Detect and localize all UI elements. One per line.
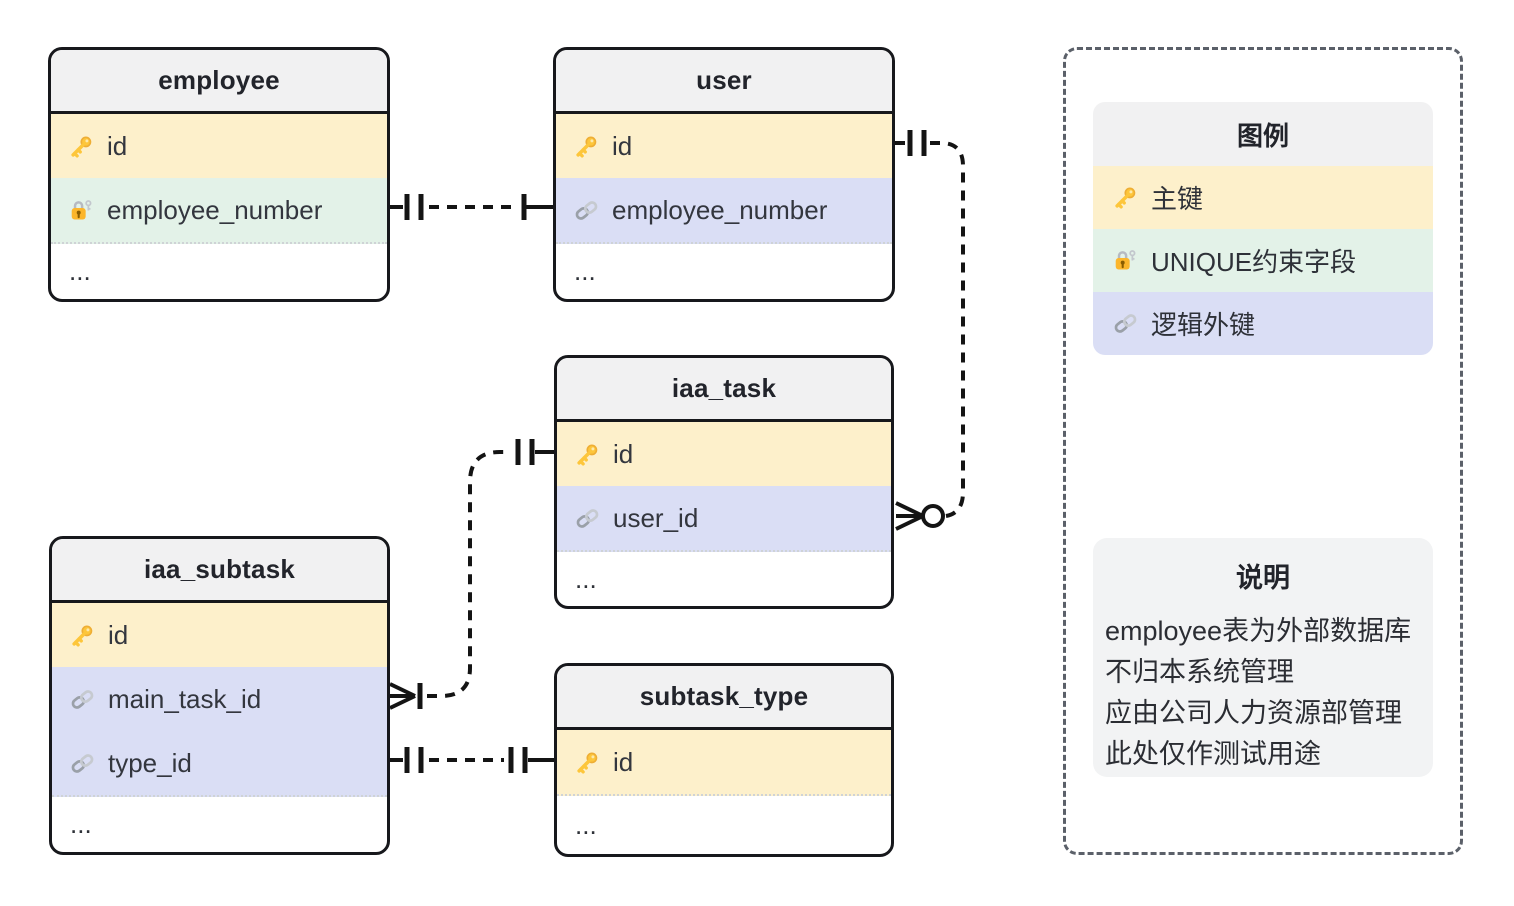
legend-title: 图例 [1093,102,1433,166]
field-row-subtask-type-id: id [557,730,891,796]
notes-panel: 说明 employee表为外部数据库 不归本系统管理 应由公司人力资源部管理 此… [1093,538,1433,777]
ellipsis-text: ... [575,563,597,594]
foreign-key-link-icon [1113,311,1138,336]
field-row-iaa-task-user-id: user_id [557,486,891,552]
table-iaa-subtask: iaa_subtask id main_task_id type_id ... [49,536,390,855]
ellipsis-text: ... [574,256,596,286]
field-row-iaa-task-id: id [557,422,891,486]
field-row-user-employee-number: employee_number [556,178,892,244]
ellipsis-row: ... [557,552,891,606]
rel-iaa-subtask-iaa-task [389,439,554,710]
notes-title: 说明 [1236,563,1290,593]
ellipsis-row: ... [51,244,387,299]
table-employee: employee id employee_number ... [48,47,390,302]
field-name: id [613,746,634,777]
table-user-title: user [556,50,892,114]
table-iaa-task-title: iaa_task [557,358,891,422]
legend-notes-container [1063,47,1463,855]
primary-key-icon [575,750,600,775]
field-name: id [613,438,634,469]
rel-iaa-subtask-subtask-type [390,747,554,773]
ellipsis-text: ... [575,809,597,840]
primary-key-icon [575,442,600,467]
notes-line: 此处仅作测试用途 [1105,739,1321,769]
field-name: main_task_id [108,683,262,714]
table-subtask-type-title: subtask_type [557,666,891,730]
field-row-iaa-subtask-type-id: type_id [52,731,387,797]
field-row-user-id: id [556,114,892,178]
legend-panel: 图例 主键 UNIQUE约束字段 逻辑外键 [1093,102,1433,355]
ellipsis-row: ... [52,797,387,852]
foreign-key-link-icon [70,687,95,712]
field-row-iaa-subtask-id: id [52,603,387,667]
table-user: user id employee_number ... [553,47,895,302]
table-iaa-task: iaa_task id user_id ... [554,355,894,609]
field-name: type_id [108,747,192,778]
field-name: id [107,130,128,161]
ellipsis-row: ... [557,796,891,854]
field-name: employee_number [107,194,323,225]
legend-label: 逻辑外键 [1151,310,1256,340]
field-row-employee-employee-number: employee_number [51,178,387,244]
legend-label: 主键 [1151,184,1204,214]
primary-key-icon [69,134,94,159]
unique-lock-icon [1113,248,1138,273]
legend-row-unique: UNIQUE约束字段 [1093,229,1433,292]
primary-key-icon [574,134,599,159]
primary-key-icon [70,623,95,648]
foreign-key-link-icon [574,198,599,223]
table-iaa-subtask-title: iaa_subtask [52,539,387,603]
ellipsis-text: ... [70,809,92,839]
field-row-iaa-subtask-main-task-id: main_task_id [52,667,387,731]
unique-lock-icon [69,198,94,223]
table-subtask-type: subtask_type id ... [554,663,894,857]
legend-label: UNIQUE约束字段 [1151,247,1357,277]
legend-row-primary-key: 主键 [1093,166,1433,229]
foreign-key-link-icon [70,751,95,776]
notes-line: employee表为外部数据库 [1105,616,1412,646]
table-employee-title: employee [51,50,387,114]
rel-user-iaa-task [895,130,965,531]
field-name: employee_number [612,194,828,225]
notes-line: 应由公司人力资源部管理 [1105,698,1402,728]
legend-row-foreign-key: 逻辑外键 [1093,292,1433,355]
primary-key-icon [1113,185,1138,210]
field-name: id [108,619,129,650]
rel-employee-user [390,194,553,220]
ellipsis-text: ... [69,256,91,286]
ellipsis-row: ... [556,244,892,299]
field-name: id [612,130,633,161]
notes-line: 不归本系统管理 [1105,657,1294,687]
field-row-employee-id: id [51,114,387,178]
field-name: user_id [613,502,699,533]
foreign-key-link-icon [575,506,600,531]
